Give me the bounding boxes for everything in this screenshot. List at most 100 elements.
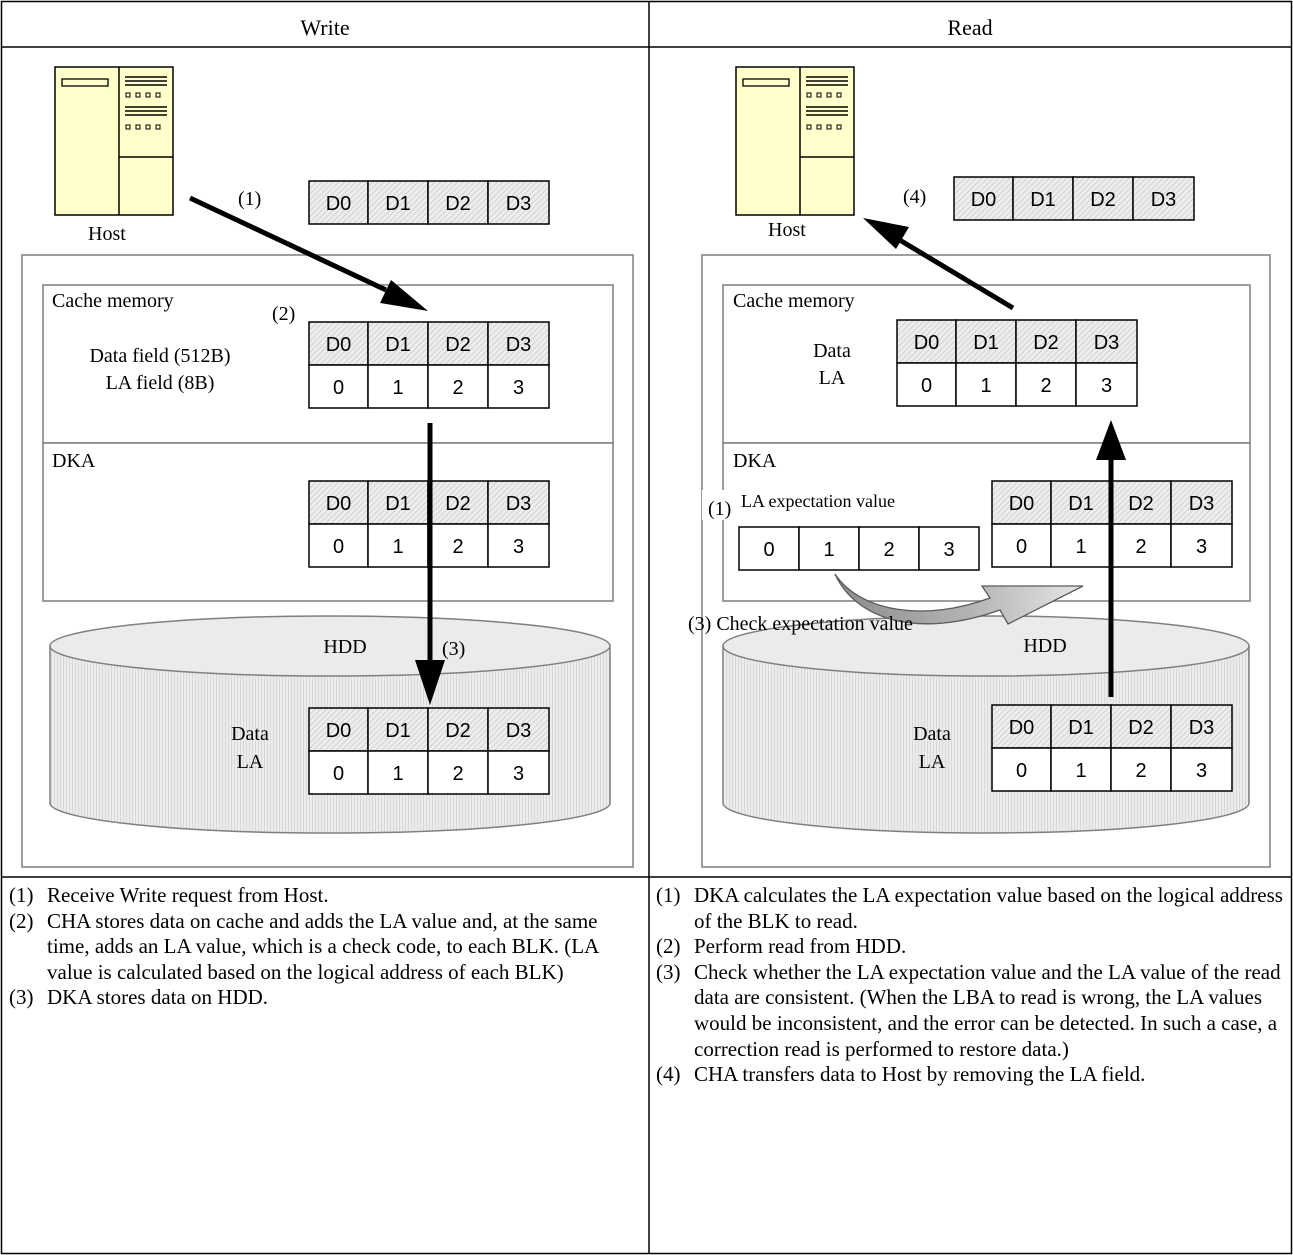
list-item: (1) DKA calculates the LA expectation va… [656,883,1284,934]
write-hdd-title: HDD [323,636,366,658]
block-label: D1 [385,193,411,215]
compare-arrow-icon [834,573,1084,625]
block-label: D0 [1009,493,1035,515]
block-label: D1 [385,720,411,742]
list-item: (1) Receive Write request from Host. [9,883,642,909]
data-field-label: Data field (512B) [89,345,230,367]
step-number: (3) [9,985,34,1010]
step-text: CHA transfers data to Host by removing t… [694,1062,1146,1087]
la-value: 0 [1016,536,1027,558]
la-value: 1 [980,375,991,397]
la-value: 1 [1075,536,1086,558]
la-value: 3 [943,539,954,561]
la-value: 1 [392,763,403,785]
read-cache-data-label: Data [813,340,851,362]
la-value: 3 [1101,375,1112,397]
step-number: (1) [9,883,34,907]
block-label: D1 [1068,493,1094,515]
la-value: 1 [392,377,403,399]
block-label: D1 [385,493,411,515]
la-value: 2 [1135,536,1146,558]
write-step2-label: (2) [272,303,295,325]
step-text: DKA calculates the LA expectation value … [694,883,1283,933]
block-label: D3 [1189,717,1215,739]
write-steps-list: (1) Receive Write request from Host. (2)… [3,879,648,1251]
la-value: 3 [513,377,524,399]
read-column-header: Read [947,15,992,40]
block-label: D3 [506,720,532,742]
list-item: (2) CHA stores data on cache and adds th… [9,909,642,986]
write-step1-label: (1) [238,188,261,210]
step-number: (4) [656,1062,681,1087]
arrowhead-icon [415,660,445,705]
write-hdd-data-label: Data [231,723,269,745]
step-number: (1) [656,883,681,907]
la-value: 3 [1196,760,1207,782]
list-item: (3) Check whether the LA expectation val… [656,960,1284,1062]
write-hdd-blocks: D0 D1 D2 D3 0 1 2 3 [308,707,550,795]
list-item: (2) Perform read from HDD. [656,934,1284,960]
la-value: 0 [921,375,932,397]
list-item: (3) DKA stores data on HDD. [9,985,642,1011]
block-label: D3 [1094,332,1120,354]
la-value: 2 [452,763,463,785]
block-label: D2 [445,193,471,215]
step-text: Receive Write request from Host. [47,883,329,907]
check-expectation-label: (3) Check expectation value [688,613,913,635]
block-label: D1 [1030,189,1056,211]
read-step1-label: (1) [708,498,731,520]
write-host-label: Host [88,223,126,245]
la-value: 2 [1135,760,1146,782]
write-step3-label: (3) [442,638,465,660]
read-host-icon [735,66,855,216]
la-value: 0 [333,377,344,399]
block-label: D3 [506,334,532,356]
read-host-label: Host [768,219,806,241]
la-value: 2 [883,539,894,561]
read-cache-title: Cache memory [733,290,855,312]
block-label: D0 [971,189,997,211]
block-label: D0 [914,332,940,354]
la-value: 1 [823,539,834,561]
write-host-data-row: D0 D1 D2 D3 [308,180,550,225]
arrowhead-icon [1096,420,1126,460]
write-cache-title: Cache memory [52,290,174,312]
la-value: 3 [1196,536,1207,558]
step-number: (2) [9,908,34,933]
block-label: D2 [445,720,471,742]
block-label: D0 [326,334,352,356]
read-hdd-data-label: Data [913,723,951,745]
la-field-label: LA field (8B) [106,372,215,394]
write-panel: Host (1) D0 D1 D2 D3 Cache memory (2) Da… [21,66,634,868]
block-label: D2 [1128,493,1154,515]
read-cache-la-label: LA [819,367,846,389]
write-hdd-la-label: LA [237,751,264,773]
la-expectation-row: 0 1 2 3 [738,526,980,571]
list-item: (4) CHA transfers data to Host by removi… [656,1062,1284,1088]
block-label: D0 [326,193,352,215]
la-value: 0 [1016,760,1027,782]
block-label: D2 [1128,717,1154,739]
step-text: CHA stores data on cache and adds the LA… [47,908,599,984]
la-value: 3 [513,763,524,785]
read-hdd-title: HDD [1023,635,1066,657]
block-label: D2 [1090,189,1116,211]
la-value: 2 [452,536,463,558]
arrowhead-icon [380,280,428,311]
read-step4-label: (4) [903,186,926,208]
la-value: 0 [333,536,344,558]
block-label: D0 [326,493,352,515]
read-hdd-la-label: LA [919,751,946,773]
block-label: D1 [385,334,411,356]
step-text: Perform read from HDD. [694,934,907,959]
block-label: D1 [1068,717,1094,739]
block-label: D3 [506,193,532,215]
block-label: D0 [1009,717,1035,739]
write-cache-blocks: D0 D1 D2 D3 0 1 2 3 [308,321,550,409]
step-text: Check whether the LA expectation value a… [694,959,1281,1061]
read-dka-blocks: D0 D1 D2 D3 0 1 2 3 [991,480,1233,568]
arrowhead-icon [863,218,909,249]
step-text: DKA stores data on HDD. [47,985,269,1010]
